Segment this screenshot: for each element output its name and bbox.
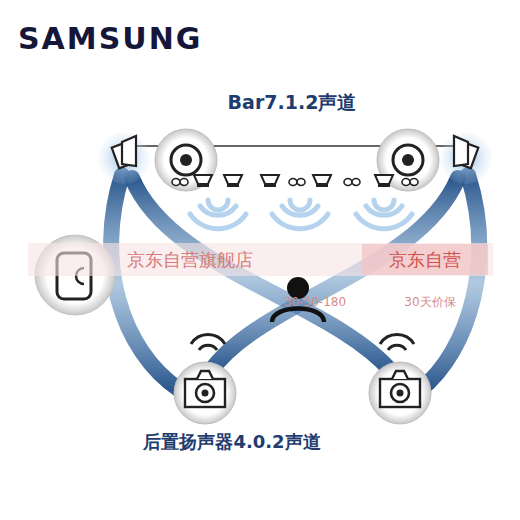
soundbar-label: Bar7.1.2声道 [228, 92, 357, 114]
rear-speaker-label: 后置扬声器4.0.2声道 [143, 432, 320, 453]
watermark-text: 京东自营旗舰店 [127, 250, 253, 271]
watermark-band [28, 243, 493, 276]
sound-bands [111, 175, 479, 390]
soundbar [98, 129, 492, 191]
watermark-text: 30天价保 [404, 296, 455, 310]
watermark-text: 京东自营 [389, 250, 461, 271]
rear-speakers [174, 335, 431, 424]
sound-waves [190, 200, 412, 229]
brand-logo: SAMSUNG [18, 22, 202, 57]
watermark-text: 30-30-180 [284, 296, 346, 310]
watermark-box [362, 244, 488, 275]
